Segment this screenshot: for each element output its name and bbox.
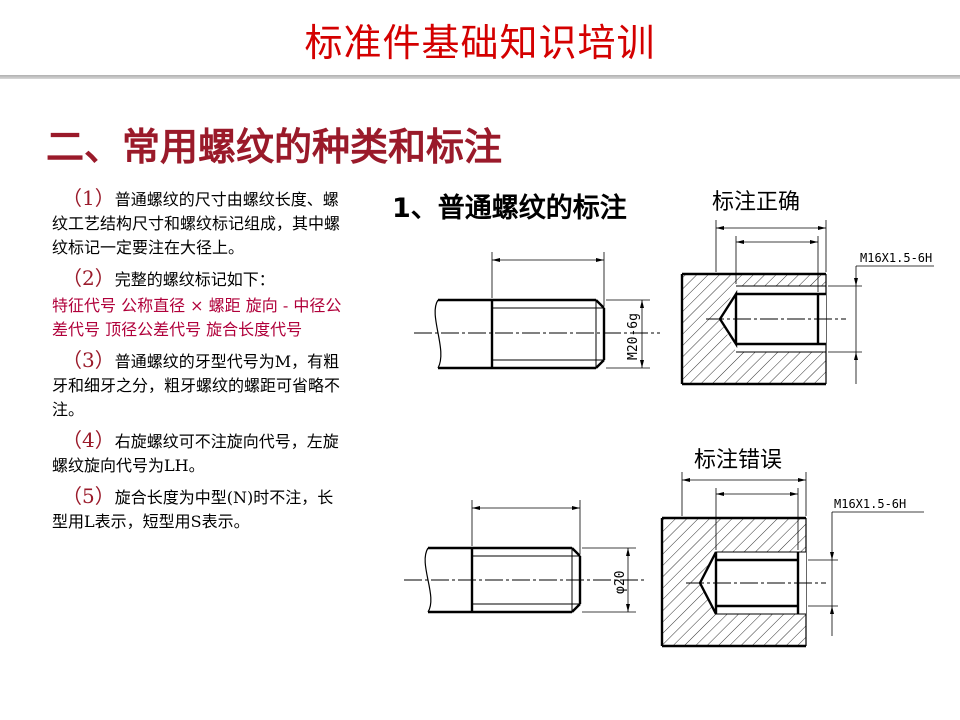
diagram-subtitle: 1、普通螺纹的标注	[392, 193, 627, 224]
explanation-text: （1）普通螺纹的尺寸由螺纹长度、螺纹工艺结构尺寸和螺纹标记组成，其中螺纹标记一定…	[52, 186, 342, 540]
external-thread-correct-drawing: M20-6g	[414, 252, 660, 370]
paragraph-number: （2）	[62, 266, 115, 290]
paragraph-4: （4）右旋螺纹可不注旋向代号，左旋螺纹旋向代号为LH。	[52, 428, 342, 478]
label-wrong: 标注错误	[694, 448, 783, 473]
internal-thread-wrong-drawing: M16X1.5-6H	[660, 472, 924, 648]
paragraph-text: 右旋螺纹可不注旋向代号，左旋螺纹旋向代号为LH。	[52, 432, 339, 475]
paragraph-1: （1）普通螺纹的尺寸由螺纹长度、螺纹工艺结构尺寸和螺纹标记组成，其中螺纹标记一定…	[52, 186, 342, 260]
page-title: 标准件基础知识培训	[304, 21, 656, 65]
thread-marking-format: 特征代号 公称直径 × 螺距 旋向 - 中径公差代号 顶径公差代号 旋合长度代号	[52, 296, 342, 339]
dim-m16-wrong: M16X1.5-6H	[834, 497, 906, 511]
dim-phi20: φ20	[613, 571, 628, 594]
paragraph-3: （3）普通螺纹的牙型代号为M，有粗牙和细牙之分，粗牙螺纹的螺距可省略不注。	[52, 348, 342, 422]
paragraph-5: （5）旋合长度为中型(N)时不注，长型用L表示，短型用S表示。	[52, 484, 342, 534]
paragraph-number: （4）	[62, 428, 115, 452]
dim-m16-correct: M16X1.5-6H	[860, 251, 932, 265]
internal-thread-correct-drawing: M16X1.5-6H	[680, 220, 934, 386]
paragraph-2: （2）完整的螺纹标记如下：	[52, 266, 342, 292]
paragraph-number: （3）	[62, 348, 115, 372]
paragraph-text: 普通螺纹的尺寸由螺纹长度、螺纹工艺结构尺寸和螺纹标记组成，其中螺纹标记一定要注在…	[52, 190, 341, 257]
paragraph-number: （5）	[62, 484, 115, 508]
external-thread-wrong-drawing: φ20	[404, 500, 646, 614]
dim-m20-6g: M20-6g	[626, 313, 641, 360]
label-correct: 标注正确	[712, 190, 801, 215]
section-title: 二、常用螺纹的种类和标注	[46, 125, 503, 169]
title-divider	[0, 75, 960, 79]
paragraph-number: （1）	[62, 186, 115, 210]
paragraph-text: 普通螺纹的牙型代号为M，有粗牙和细牙之分，粗牙螺纹的螺距可省略不注。	[52, 352, 341, 419]
paragraph-text: 完整的螺纹标记如下：	[114, 270, 275, 289]
paragraph-text: 旋合长度为中型(N)时不注，长型用L表示，短型用S表示。	[52, 488, 334, 531]
